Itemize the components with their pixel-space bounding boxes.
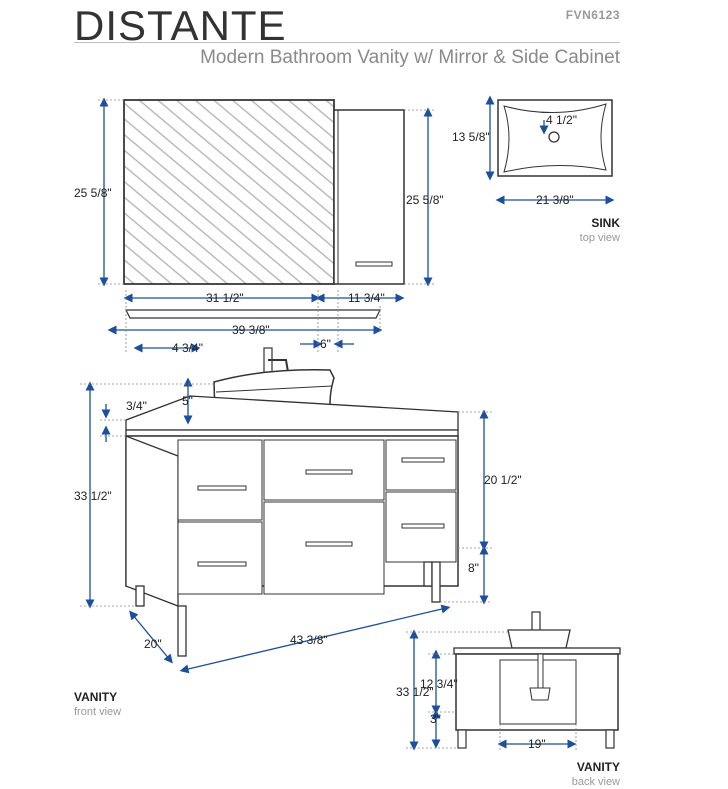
product-subtitle: Modern Bathroom Vanity w/ Mirror & Side … [200,47,620,68]
back-subtitle: back view [571,776,620,788]
sink-subtitle: top view [579,232,620,244]
model-number: FVN6123 [565,8,620,22]
sink-dimension-lines [485,95,615,205]
dim-drain: 4 1/2" [546,113,577,127]
dim-back-base: 3" [430,712,441,726]
mirror-extension-lines [98,99,436,354]
dim-mirror-width: 31 1/2" [206,291,244,305]
brand-title: DISTANTE [74,2,287,49]
dim-back-height: 33 1/2" [396,685,434,699]
dim-top-thickness: 3/4" [126,399,147,413]
back-title: VANITY [576,760,620,774]
side-cabinet [333,109,405,285]
vanity-cabinet [125,435,459,607]
dim-cabinet-width: 11 3/4" [348,291,385,305]
dim-cabinet-body: 20 1/2" [484,473,522,487]
front-subtitle: front view [74,706,122,718]
glass-shelf [125,309,381,319]
dim-sink-height: 5" [182,394,193,408]
back-view-label: VANITY back view [572,760,620,789]
sink-view-label: SINK top view [580,216,620,245]
header-divider [74,42,620,43]
vanity-extension-lines [80,383,492,607]
dim-shelf-gap: 6" [320,337,331,351]
dim-leg-height: 8" [468,561,479,575]
dim-cabinet-height: 25 5/8" [406,193,444,207]
mirror-dimension-lines [99,97,433,353]
mirror [123,99,335,285]
dimension-labels: 25 5/8" 25 5/8" 31 1/2" 11 3/4" 39 3/8" … [74,113,577,751]
sink-top-view [497,99,613,177]
dim-vanity-width: 43 3/8" [290,633,328,647]
back-extension-lines [406,631,577,752]
sink-title: SINK [591,216,620,230]
dim-vanity-depth: 20" [144,637,162,651]
front-view-label: VANITY front view [74,690,121,719]
dim-sink-width: 21 3/8" [536,193,574,207]
dim-back-drain: 12 3/4" [420,677,458,691]
dim-mirror-height: 25 5/8" [74,186,112,200]
dim-back-width: 19" [528,737,546,751]
front-title: VANITY [74,690,118,704]
back-dimension-lines [409,629,577,751]
dim-vanity-height: 33 1/2" [74,489,112,503]
dim-sink-depth: 13 5/8" [452,130,490,144]
back-view-vanity [453,611,621,749]
dim-shelf-width: 39 3/8" [232,323,270,337]
vanity-dimension-lines [85,377,489,674]
dim-shelf-left: 4 3/4" [172,341,203,355]
countertop [125,395,459,437]
